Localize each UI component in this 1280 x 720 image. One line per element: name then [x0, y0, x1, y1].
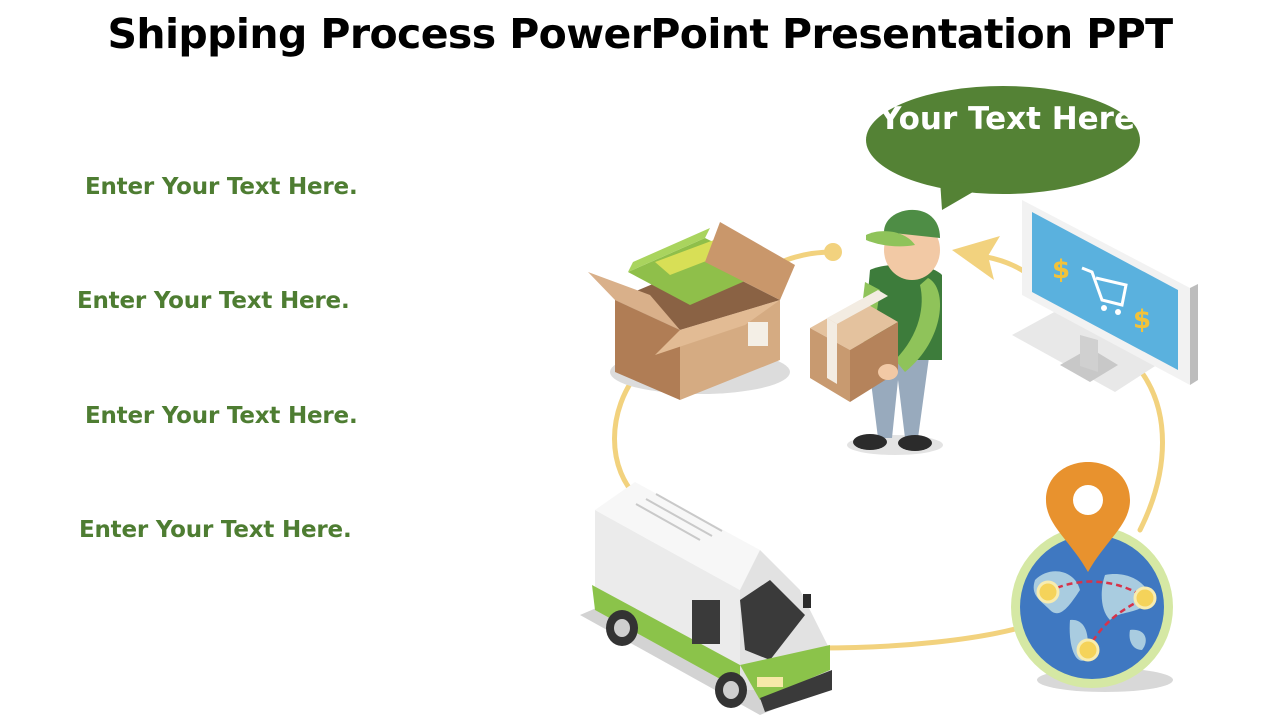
computer-shopping-cart-icon: $ $: [1012, 200, 1198, 392]
path-arrow-icon: [952, 236, 1000, 280]
courier-icon: [810, 209, 943, 455]
path-dot-icon: [824, 243, 842, 261]
globe-location-pin-icon: [1011, 462, 1173, 692]
text-item-1: Enter Your Text Here.: [85, 174, 358, 200]
text-item-3: Enter Your Text Here.: [85, 403, 358, 429]
svg-text:$: $: [1133, 305, 1151, 335]
delivery-van-icon: [580, 482, 832, 715]
text-item-4: Enter Your Text Here.: [79, 517, 352, 543]
svg-text:$: $: [1052, 255, 1070, 285]
speech-bubble-text: Your Text Here: [879, 101, 1135, 137]
slide-title: Shipping Process PowerPoint Presentation…: [107, 10, 1173, 58]
text-item-2: Enter Your Text Here.: [77, 288, 350, 314]
open-box-icon: [588, 222, 795, 400]
speech-bubble: [866, 86, 1140, 210]
